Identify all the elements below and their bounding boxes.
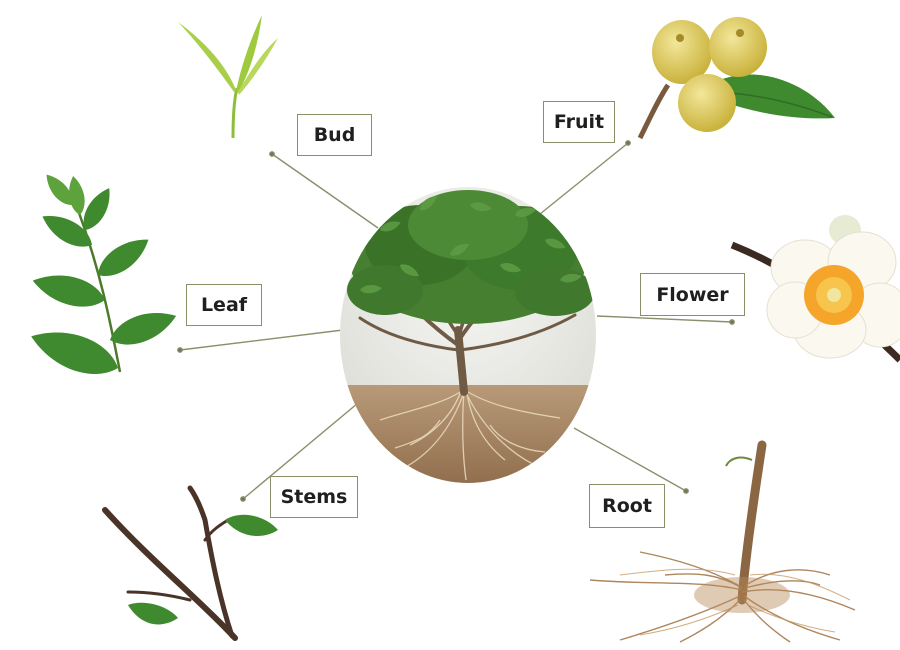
label-stems: Stems (270, 476, 358, 518)
connector-root (574, 428, 686, 491)
connector-bud (272, 154, 378, 228)
tea-stem-icon (105, 488, 278, 638)
label-fruit: Fruit (543, 101, 615, 143)
tea-root-icon (590, 445, 855, 642)
label-leaf: Leaf (186, 284, 262, 326)
label-bud: Bud (297, 114, 372, 156)
label-bud-text: Bud (314, 124, 356, 146)
connector-leaf (180, 330, 343, 350)
label-root: Root (589, 484, 665, 528)
tea-fruit-icon (640, 17, 835, 138)
label-flower: Flower (640, 273, 745, 316)
label-stems-text: Stems (281, 486, 348, 508)
connector-dot (178, 348, 182, 352)
connector-dot (684, 489, 688, 493)
connector-dot (730, 320, 734, 324)
label-root-text: Root (602, 495, 652, 517)
connector-dot (626, 141, 630, 145)
tea-bud-icon (178, 15, 278, 138)
label-leaf-text: Leaf (201, 294, 247, 316)
connector-dot (241, 497, 245, 501)
tea-leaf-icon (25, 170, 180, 384)
label-fruit-text: Fruit (554, 111, 604, 133)
tea-plant-icon (330, 187, 610, 495)
label-flower-text: Flower (656, 284, 728, 306)
connector-fruit (540, 143, 628, 214)
connector-dot (270, 152, 274, 156)
connector-flower (597, 316, 732, 322)
tea-flower-icon (732, 215, 900, 360)
